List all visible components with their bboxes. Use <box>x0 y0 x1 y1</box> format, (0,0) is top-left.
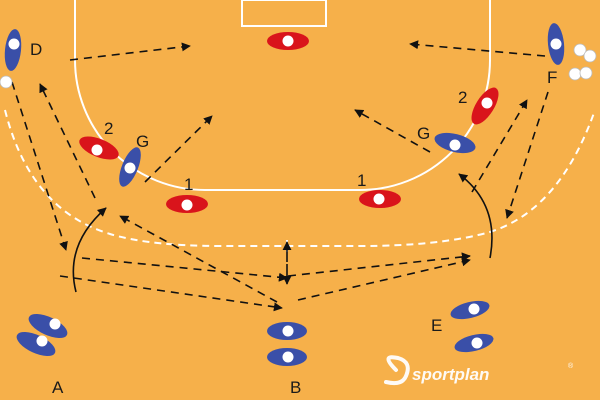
arrow-d-pass <box>69 42 191 61</box>
label-player-d: D <box>30 40 42 59</box>
attacker-b-group <box>267 322 307 366</box>
label-defender-1-right: 1 <box>357 171 366 190</box>
arrow-g-left-cut <box>144 115 213 183</box>
defender-1-right <box>359 190 401 208</box>
label-player-a: A <box>52 378 64 397</box>
attacker-a-group <box>16 313 68 357</box>
arrow-d-down-2 <box>39 83 96 199</box>
arrow-pass-b-left <box>119 215 278 303</box>
attacker-e-group <box>450 300 494 353</box>
arrow-f-down-2 <box>471 99 528 193</box>
defender-2-left <box>79 136 119 160</box>
nine-metre-line <box>4 109 596 247</box>
label-player-e: E <box>431 316 442 335</box>
label-defender-g-left: G <box>136 132 149 151</box>
watermark-brand: sportplan <box>412 365 489 384</box>
label-defender-g-right: G <box>417 124 430 143</box>
arrow-f-pass <box>409 40 546 57</box>
defender-2-right <box>471 87 499 125</box>
arrow-pass-a-to-b <box>59 275 283 312</box>
attacker-d <box>4 29 22 71</box>
label-defender-2-left: 2 <box>104 119 113 138</box>
watermark-registered: ® <box>568 362 574 370</box>
arrow-pass-right-to-b <box>287 252 471 277</box>
spare-balls <box>0 43 597 89</box>
attacker-g-left <box>119 147 141 187</box>
label-player-b: B <box>290 378 301 397</box>
sportplan-watermark: sportplan ® <box>384 355 574 386</box>
arrow-a-run <box>72 207 107 293</box>
arrow-d-down-1 <box>11 81 68 251</box>
movement-arrows <box>11 40 549 312</box>
label-defender-2-right: 2 <box>458 88 467 107</box>
arrow-pass-b-right <box>297 257 471 301</box>
label-player-f: F <box>547 68 557 87</box>
defender-1-left <box>166 195 208 213</box>
attacker-f <box>547 23 565 65</box>
attacker-g-right <box>434 132 476 154</box>
arrow-e-run <box>458 173 493 259</box>
arrow-pass-left-to-b <box>81 257 288 282</box>
sportplan-logo-icon <box>384 355 410 386</box>
arrow-g-right-cut <box>354 109 431 153</box>
label-defender-1-left: 1 <box>184 175 193 194</box>
goal <box>241 0 327 27</box>
defender-goalkeeper <box>267 32 309 50</box>
